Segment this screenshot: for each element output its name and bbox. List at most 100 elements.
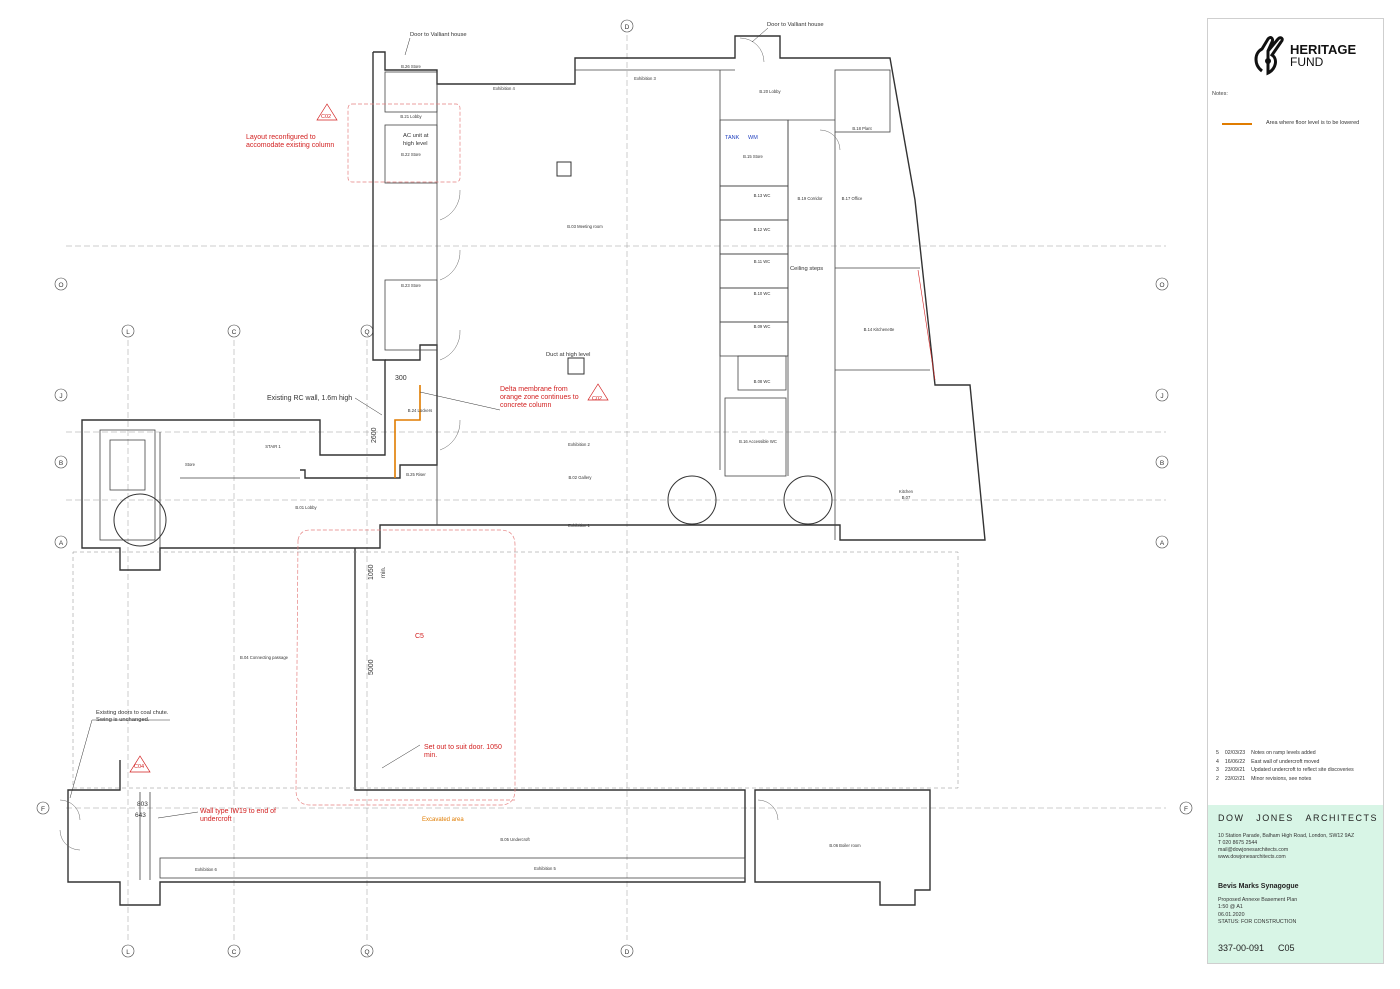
note-rc-wall: Existing RC wall, 1.6m high [267,395,352,402]
crossed-fingers-icon [1254,36,1284,76]
revision-triangles [129,103,609,773]
grid-label-top-d: D [625,24,630,31]
grid-label-left-j: J [59,393,62,400]
grid-label-right-f: F [1184,806,1188,813]
room-b24: B.24 Lockers [408,408,432,413]
room-labels: B.26 Store Exhibition 4 Exhibition 3 B.2… [185,64,914,872]
dim-300: 300 [395,375,407,382]
note-coal-chute-2: Swing is unchanged. [96,717,150,723]
dim-1050: 1050 [368,564,375,580]
room-b18: B.18 Plant [852,126,872,131]
note-delta-1: Delta membrane from [500,386,568,393]
note-delta-3: concrete column [500,402,551,409]
note-ceiling-steps: Ceiling steps [790,266,823,272]
note-duct: Duct at high level [546,352,590,358]
note-wall-type-2: undercroft [200,816,232,823]
dim-2600: 2600 [371,427,378,443]
note-door-valliant-1: Door to Valliant house [410,32,467,38]
rev-c04: C04 [134,764,144,770]
grid-label-right-b: B [1160,460,1164,467]
note-excavated: Excavated area [422,817,464,823]
room-b04: B.04 Connecting passage [240,655,289,660]
room-b02: B.02 Gallery [568,475,592,480]
room-b06: B.06 Boiler room [829,843,861,848]
legend-text: Area where floor level is to be lowered [1266,120,1360,126]
firm-address: 10 Station Parade, Balham High Road, Lon… [1218,833,1355,860]
room-b20: B.20 Lobby [759,89,781,94]
drawing-number: 337-00-091 C05 [1218,943,1295,953]
room-b05: B.05 Undercroft [500,837,530,842]
notes-label: Notes: [1212,91,1228,97]
grid-label-left-o: O [58,282,63,289]
dim-803: 803 [137,801,148,808]
grid-markers [36,19,1193,958]
room-exh5: Exhibition 5 [534,866,556,871]
drawing-details: Proposed Annexe Basement Plan 1:50 @ A1 … [1218,897,1298,926]
revision-notes: Layout reconfigured to accomodate existi… [134,114,602,823]
room-b16: B.16 Accessible WC [739,439,777,444]
note-coal-chute-1: Existing doors to coal chute. [96,710,169,716]
title-block: DOW JONES ARCHITECTS 10 Station Parade, … [1208,805,1383,963]
room-stair: STAIR 1 [265,444,281,449]
outer-walls [67,35,986,906]
room-b10: B.10 WC [754,291,771,296]
room-b08: B.08 WC [754,379,771,384]
heritage-fund-logo: HERITAGE FUND [1248,33,1378,83]
firm-name: DOW JONES ARCHITECTS [1218,813,1378,823]
grid-label-left-a: A [59,540,64,547]
grid-label-right-o: O [1159,282,1164,289]
note-layout-1: Layout reconfigured to [246,134,316,141]
dim-min: min. [381,566,387,578]
leader-lines [69,27,769,819]
room-exh3: Exhibition 3 [634,76,656,81]
room-b15: B.15 Store [743,154,763,159]
revision-clouds [295,103,516,806]
room-b09: B.09 WC [754,324,771,329]
grid-label-bottom-q: Q [364,949,369,956]
room-b12: B.12 WC [754,227,771,232]
room-b01: B.01 Lobby [295,505,317,510]
title-sidebar: HERITAGE FUND Notes: Area where floor le… [1207,18,1384,964]
dim-5000: 5000 [368,659,375,675]
note-delta-2: orange zone continues to [500,394,579,401]
columns [113,161,1374,711]
room-b19: B.19 Corridor [798,196,824,201]
room-b26: B.26 Store [401,64,421,69]
annotation-labels: Door to Valliant house Door to Valliant … [96,22,824,819]
grid-label-left-b: B [59,460,63,467]
room-b17: B.17 Office [842,196,863,201]
grid-label-left-l: L [126,329,130,336]
floor-lowered-line [394,385,421,478]
room-b03: B.03 Meeting room [567,224,603,229]
room-b07: B.07 [902,495,911,500]
room-b21: B.21 Lobby [400,114,422,119]
passage-extents [72,551,959,789]
room-kitchen: Kitchen [899,489,914,494]
inner-walls [99,69,930,880]
label-tank: TANK [725,135,740,141]
note-setout-2: min. [424,752,437,759]
room-store: Store [185,462,196,467]
room-exh2: Exhibition 2 [568,442,590,447]
grid-label-left-f: F [41,806,45,813]
grid-lines [66,35,1166,940]
room-b13: B.13 WC [754,193,771,198]
dim-643: 643 [135,812,146,819]
note-ac-unit-2: high level [403,141,428,147]
note-door-valliant-2: Door to Valliant house [767,22,824,28]
grid-labels: D L C Q D O L C Q J B A F O J B A F [41,24,1188,956]
note-wall-type-1: Wall type IW19 to end of [200,808,276,815]
grid-label-right-j: J [1160,393,1163,400]
room-exh4: Exhibition 4 [493,86,515,91]
room-b23: B.23 Store [401,283,421,288]
door-swings [59,37,841,851]
room-exh6: Exhibition 6 [195,867,217,872]
logo-line-1: HERITAGE [1290,42,1357,57]
